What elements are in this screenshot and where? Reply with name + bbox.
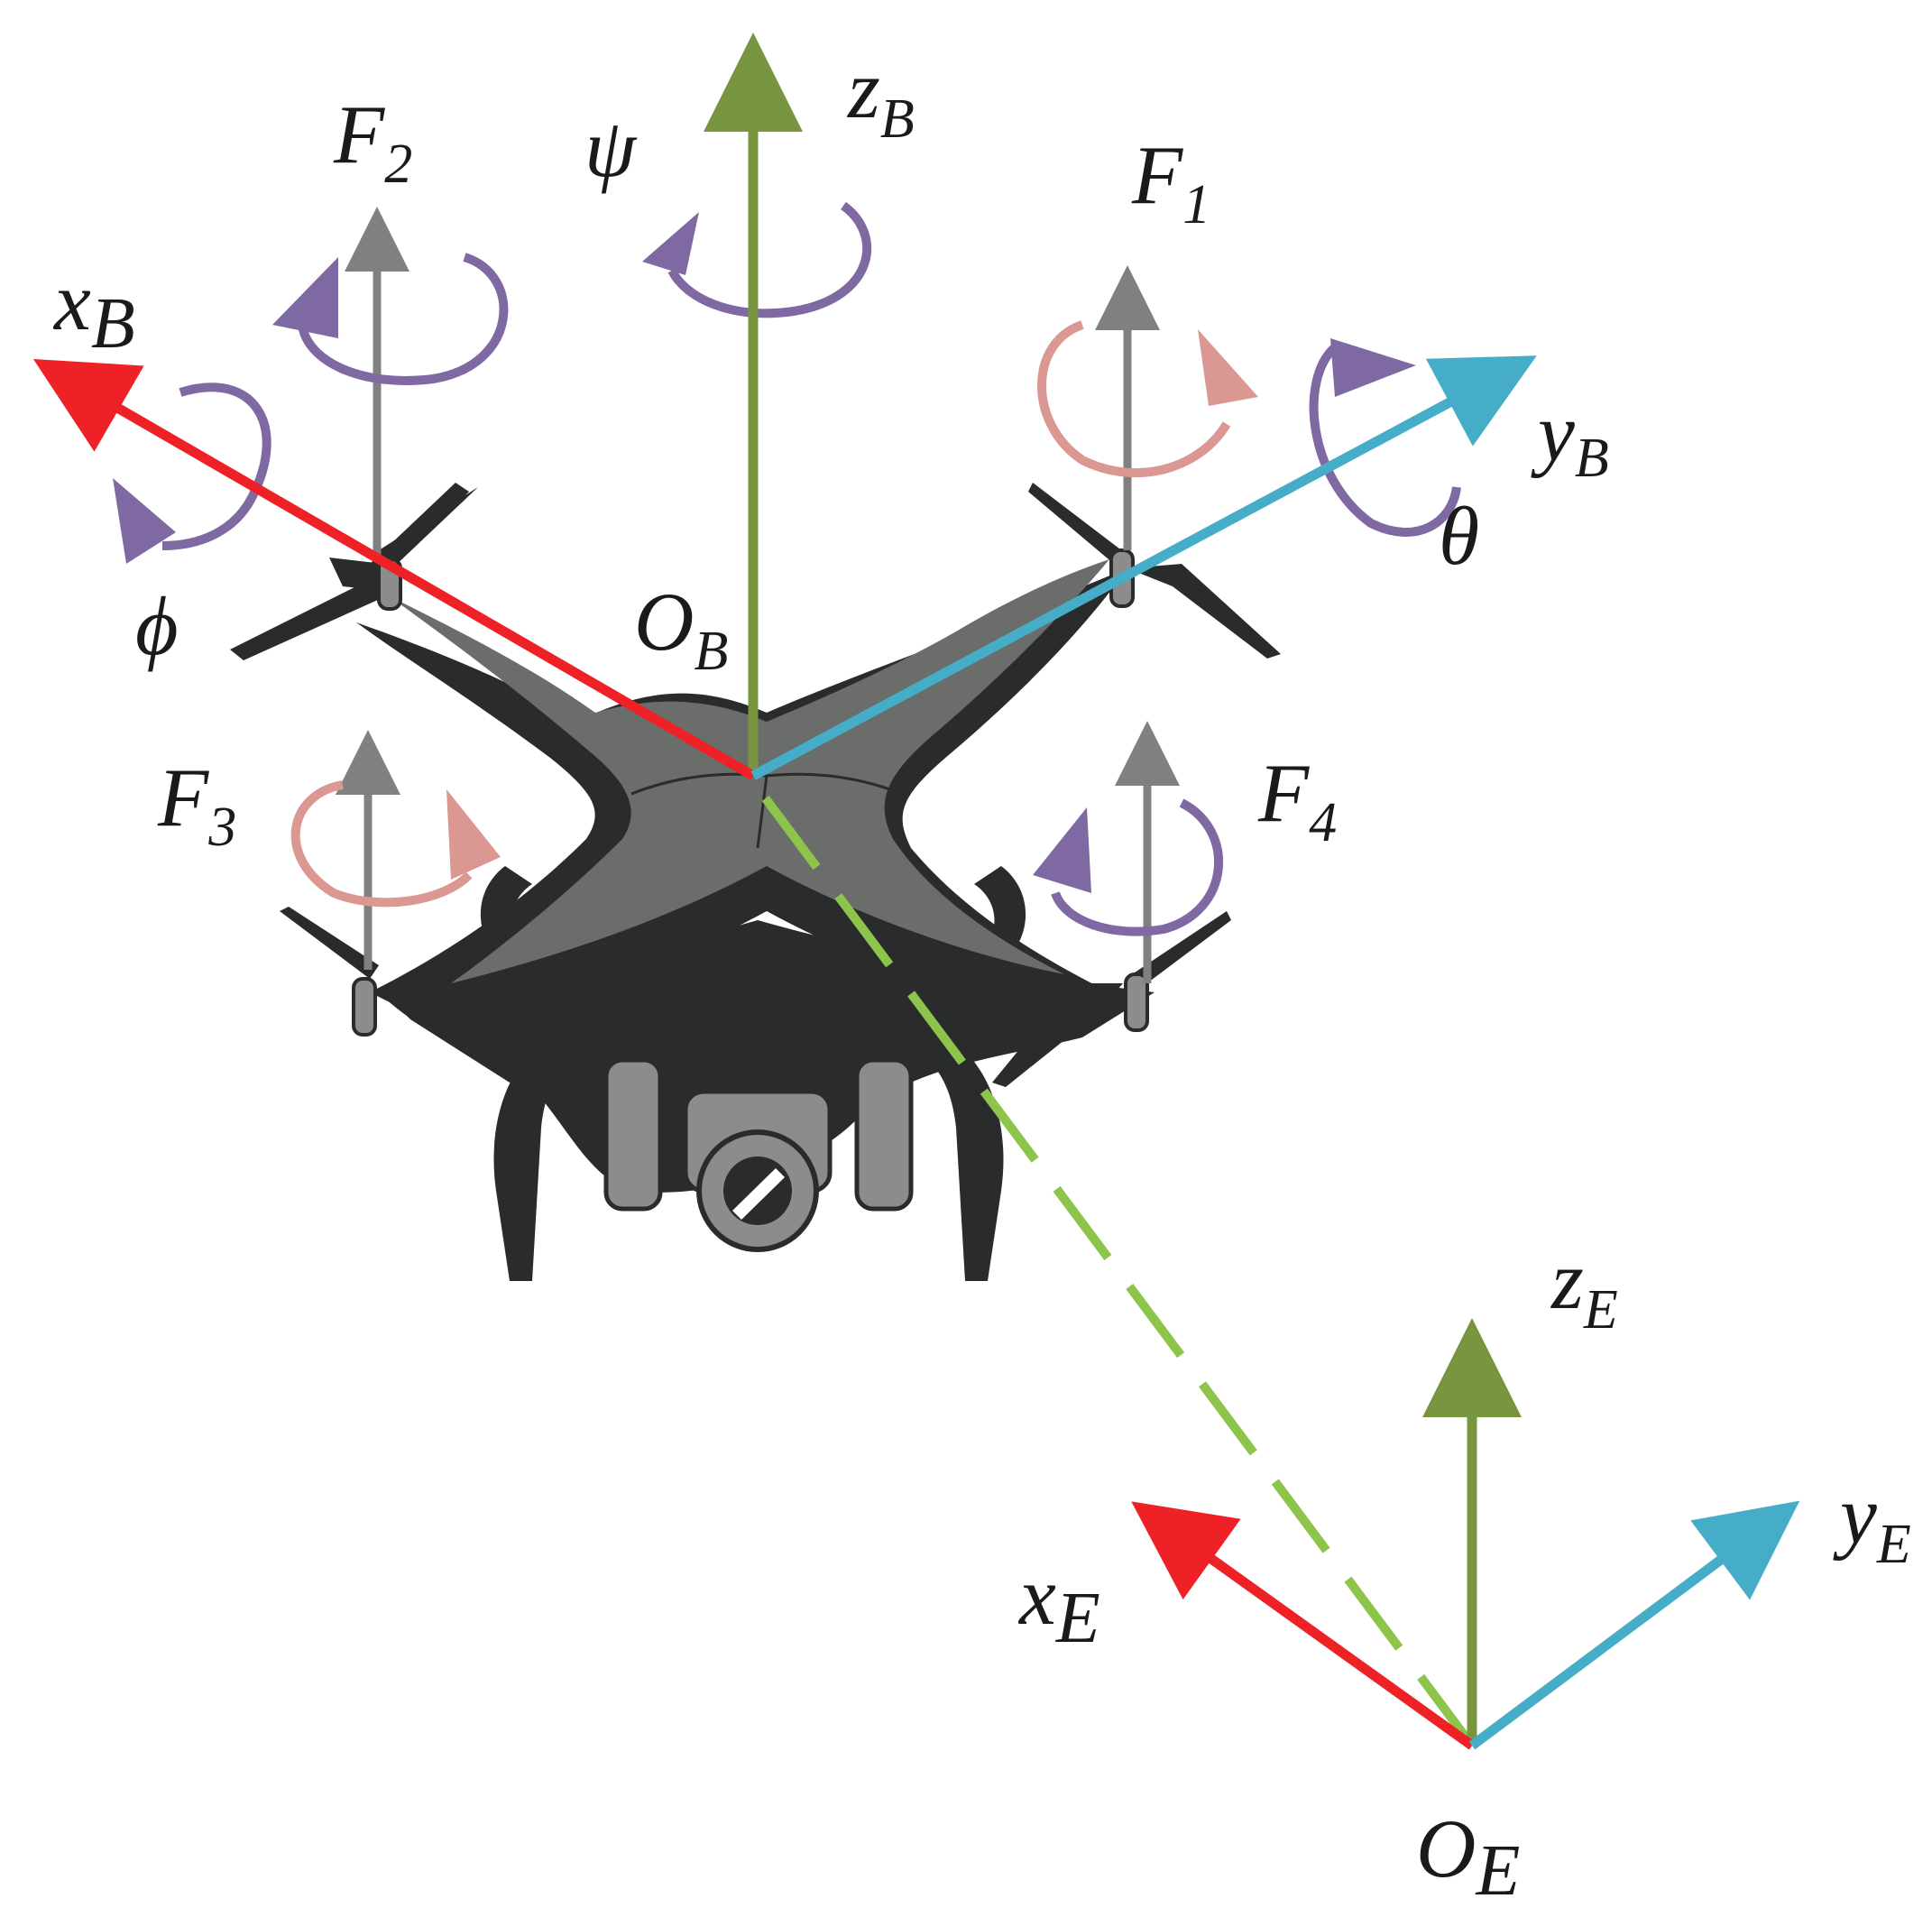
rotor-4 xyxy=(992,911,1231,1087)
label-yB: yB xyxy=(1531,386,1609,489)
rotor-1-rotation-arrow xyxy=(1037,320,1258,478)
label-xE: xE xyxy=(1017,1550,1100,1658)
position-vector-dashed xyxy=(744,773,1477,1748)
label-OB: OB xyxy=(634,576,728,682)
axis-yE-arrow xyxy=(1468,1500,1800,1750)
label-OE: OE xyxy=(1416,1802,1520,1911)
pitch-rotation-theta-arrow xyxy=(1309,338,1461,537)
rotor-2-rotation-arrow xyxy=(272,253,509,385)
label-psi: ψ xyxy=(584,102,638,194)
label-F2: F2 xyxy=(333,88,412,195)
axis-xE-arrow xyxy=(1131,1501,1476,1750)
label-zB: zB xyxy=(846,43,915,150)
label-yE: yE xyxy=(1833,1469,1911,1575)
axis-xB-arrow xyxy=(32,358,756,780)
label-theta: θ xyxy=(1439,490,1479,582)
label-F3: F3 xyxy=(157,751,236,858)
roll-rotation-phi-arrow xyxy=(113,382,271,564)
label-xB: xB xyxy=(52,255,135,364)
label-phi: ϕ xyxy=(135,580,179,672)
rotor-3-rotation-arrow xyxy=(290,780,501,908)
camera-gimbal xyxy=(603,1057,914,1252)
rotor-2 xyxy=(230,483,478,660)
rotor-4-rotation-arrow xyxy=(1033,798,1224,936)
rotor-3 xyxy=(280,907,528,1083)
axis-yB-arrow xyxy=(750,355,1537,780)
landing-leg-left xyxy=(493,1037,586,1281)
landing-leg-right xyxy=(911,1037,1004,1281)
label-zE: zE xyxy=(1550,1234,1618,1341)
label-F4: F4 xyxy=(1257,747,1337,853)
yaw-rotation-psi-arrow xyxy=(642,201,871,318)
label-F1: F1 xyxy=(1131,129,1210,235)
